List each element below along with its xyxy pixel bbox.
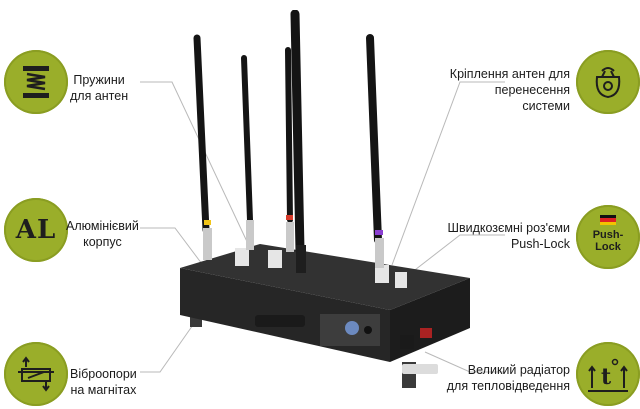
german-flag-icon — [600, 215, 616, 225]
vibration-badge — [4, 342, 68, 406]
jammer-device — [180, 10, 470, 388]
push-lock-label: Швидкозємні роз'єми Push-Lock — [447, 221, 571, 251]
aluminum-label: Алюмінієвий корпус — [66, 219, 139, 249]
springs-badge — [4, 50, 68, 114]
springs-label: Пружини для антен — [70, 73, 129, 103]
bag-icon — [595, 67, 621, 99]
antenna-mounts-badge — [576, 50, 640, 114]
push-lock-badge: Push- Lock — [576, 205, 640, 269]
vibration-mount-icon — [18, 356, 54, 392]
vibration-label: Віброопори на магнітах — [70, 367, 137, 397]
aluminum-badge-text: AL — [15, 215, 57, 245]
svg-text:t: t — [601, 364, 612, 390]
spring-icon — [23, 66, 49, 98]
radiator-label: Великий радіатор для тепловідведення — [446, 363, 570, 393]
aluminum-badge: AL — [4, 198, 68, 262]
radiator-badge: t — [576, 342, 640, 406]
antenna-mounts-label: Кріплення антен для перенесення системи — [449, 67, 570, 113]
heat-radiator-icon: t — [588, 358, 628, 392]
